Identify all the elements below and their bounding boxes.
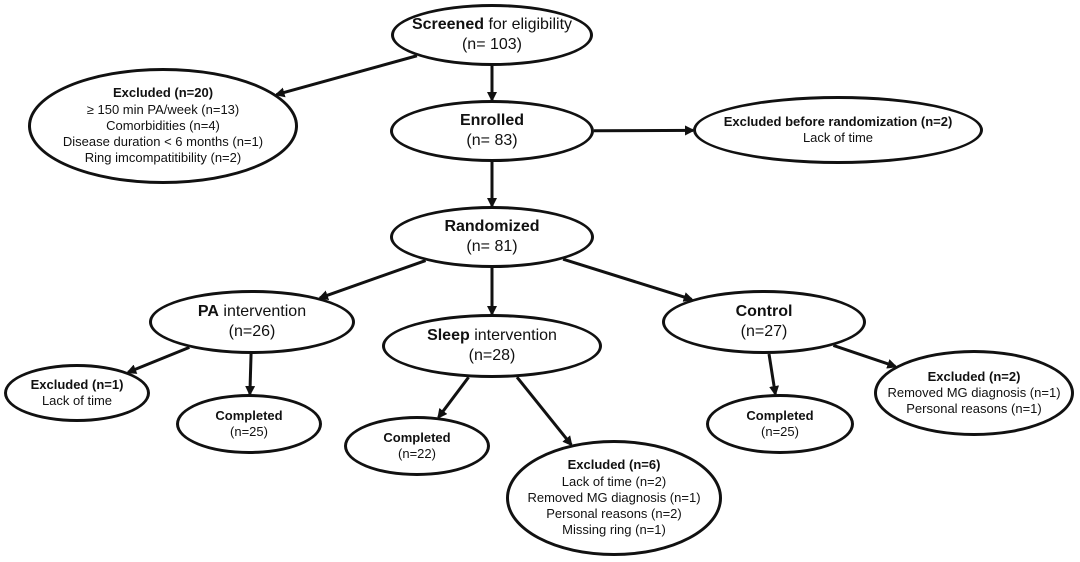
screened-count: (n= 103) bbox=[461, 36, 523, 53]
excluded-screening-reason: ≥ 150 min PA/week (n=13) bbox=[86, 101, 240, 117]
pa-label-bold: PA bbox=[197, 303, 219, 320]
sleep-excluded-reason: Removed MG diagnosis (n=1) bbox=[527, 489, 701, 505]
screened-node: Screened for eligibility (n= 103) bbox=[391, 4, 593, 66]
pa-intervention-node: PA intervention (n=26) bbox=[149, 290, 355, 354]
control-node: Control (n=27) bbox=[662, 290, 866, 354]
excluded-before-title: Excluded before randomization (n=2) bbox=[723, 113, 953, 129]
arrow-control-to-control_completed bbox=[767, 353, 780, 397]
control-completed-count: (n=25) bbox=[761, 424, 799, 439]
arrow-pa-to-pa_completed bbox=[245, 353, 256, 397]
enrolled-node: Enrolled (n= 83) bbox=[390, 100, 594, 162]
enrolled-count: (n= 83) bbox=[466, 132, 518, 149]
excluded-screening-reason: Disease duration < 6 months (n=1) bbox=[62, 134, 264, 150]
sleep-completed-title: Completed bbox=[383, 429, 451, 445]
screened-label-bold: Screened bbox=[411, 16, 484, 33]
pa-completed-title: Completed bbox=[215, 407, 283, 423]
pa-excluded-node: Excluded (n=1) Lack of time bbox=[4, 364, 150, 422]
sleep-excluded-reason: Missing ring (n=1) bbox=[562, 522, 666, 538]
control-excluded-reason: Removed MG diagnosis (n=1) bbox=[887, 384, 1061, 400]
sleep-completed-count: (n=22) bbox=[398, 446, 436, 461]
sleep-intervention-node: Sleep intervention (n=28) bbox=[382, 314, 602, 378]
sleep-excluded-reason: Lack of time (n=2) bbox=[561, 473, 667, 489]
sleep-label-bold: Sleep bbox=[427, 327, 470, 344]
sleep-completed-node: Completed (n=22) bbox=[344, 416, 490, 476]
control-completed-title: Completed bbox=[746, 407, 814, 423]
pa-completed-node: Completed (n=25) bbox=[176, 394, 322, 454]
randomized-node: Randomized (n= 81) bbox=[390, 206, 594, 268]
sleep-excluded-title: Excluded (n=6) bbox=[567, 457, 661, 473]
excluded-screening-reason: Ring imcompatitibility (n=2) bbox=[84, 150, 242, 166]
control-excluded-reason: Personal reasons (n=1) bbox=[906, 401, 1042, 417]
screened-label-rest: for eligibility bbox=[484, 16, 573, 33]
arrow-randomized-to-control bbox=[562, 257, 694, 302]
pa-excluded-title: Excluded (n=1) bbox=[30, 376, 124, 392]
randomized-count: (n= 81) bbox=[466, 238, 518, 255]
sleep-excluded-node: Excluded (n=6) Lack of time (n=2) Remove… bbox=[506, 440, 722, 556]
enrolled-label: Enrolled bbox=[459, 112, 524, 129]
arrow-sleep-to-sleep_completed bbox=[437, 376, 470, 419]
control-excluded-node: Excluded (n=2) Removed MG diagnosis (n=1… bbox=[874, 350, 1074, 436]
excluded-screening-title: Excluded (n=20) bbox=[112, 85, 214, 101]
excluded-screening-reason: Comorbidities (n=4) bbox=[106, 117, 220, 133]
arrow-pa-to-pa_excluded bbox=[126, 346, 190, 374]
control-excluded-title: Excluded (n=2) bbox=[927, 368, 1021, 384]
sleep-count: (n=28) bbox=[468, 347, 516, 364]
arrow-randomized-to-pa bbox=[318, 259, 427, 300]
excluded-before-randomization-node: Excluded before randomization (n=2) Lack… bbox=[693, 96, 983, 164]
sleep-label-rest: intervention bbox=[469, 327, 557, 344]
arrow-screened-to-excluded_20 bbox=[274, 54, 418, 98]
excluded-screening-node: Excluded (n=20) ≥ 150 min PA/week (n=13)… bbox=[28, 68, 298, 184]
pa-label-rest: intervention bbox=[218, 303, 307, 320]
arrow-sleep-to-sleep_excluded bbox=[515, 376, 573, 447]
pa-completed-count: (n=25) bbox=[230, 424, 268, 439]
sleep-excluded-reason: Personal reasons (n=2) bbox=[546, 506, 682, 522]
pa-count: (n=26) bbox=[228, 323, 276, 340]
control-label: Control bbox=[735, 303, 793, 320]
excluded-before-reason: Lack of time bbox=[802, 130, 874, 145]
control-count: (n=27) bbox=[740, 323, 788, 340]
randomized-label: Randomized bbox=[444, 218, 540, 235]
arrow-control-to-control_excluded bbox=[832, 344, 898, 369]
pa-excluded-reason: Lack of time bbox=[41, 393, 113, 408]
control-completed-node: Completed (n=25) bbox=[706, 394, 854, 454]
